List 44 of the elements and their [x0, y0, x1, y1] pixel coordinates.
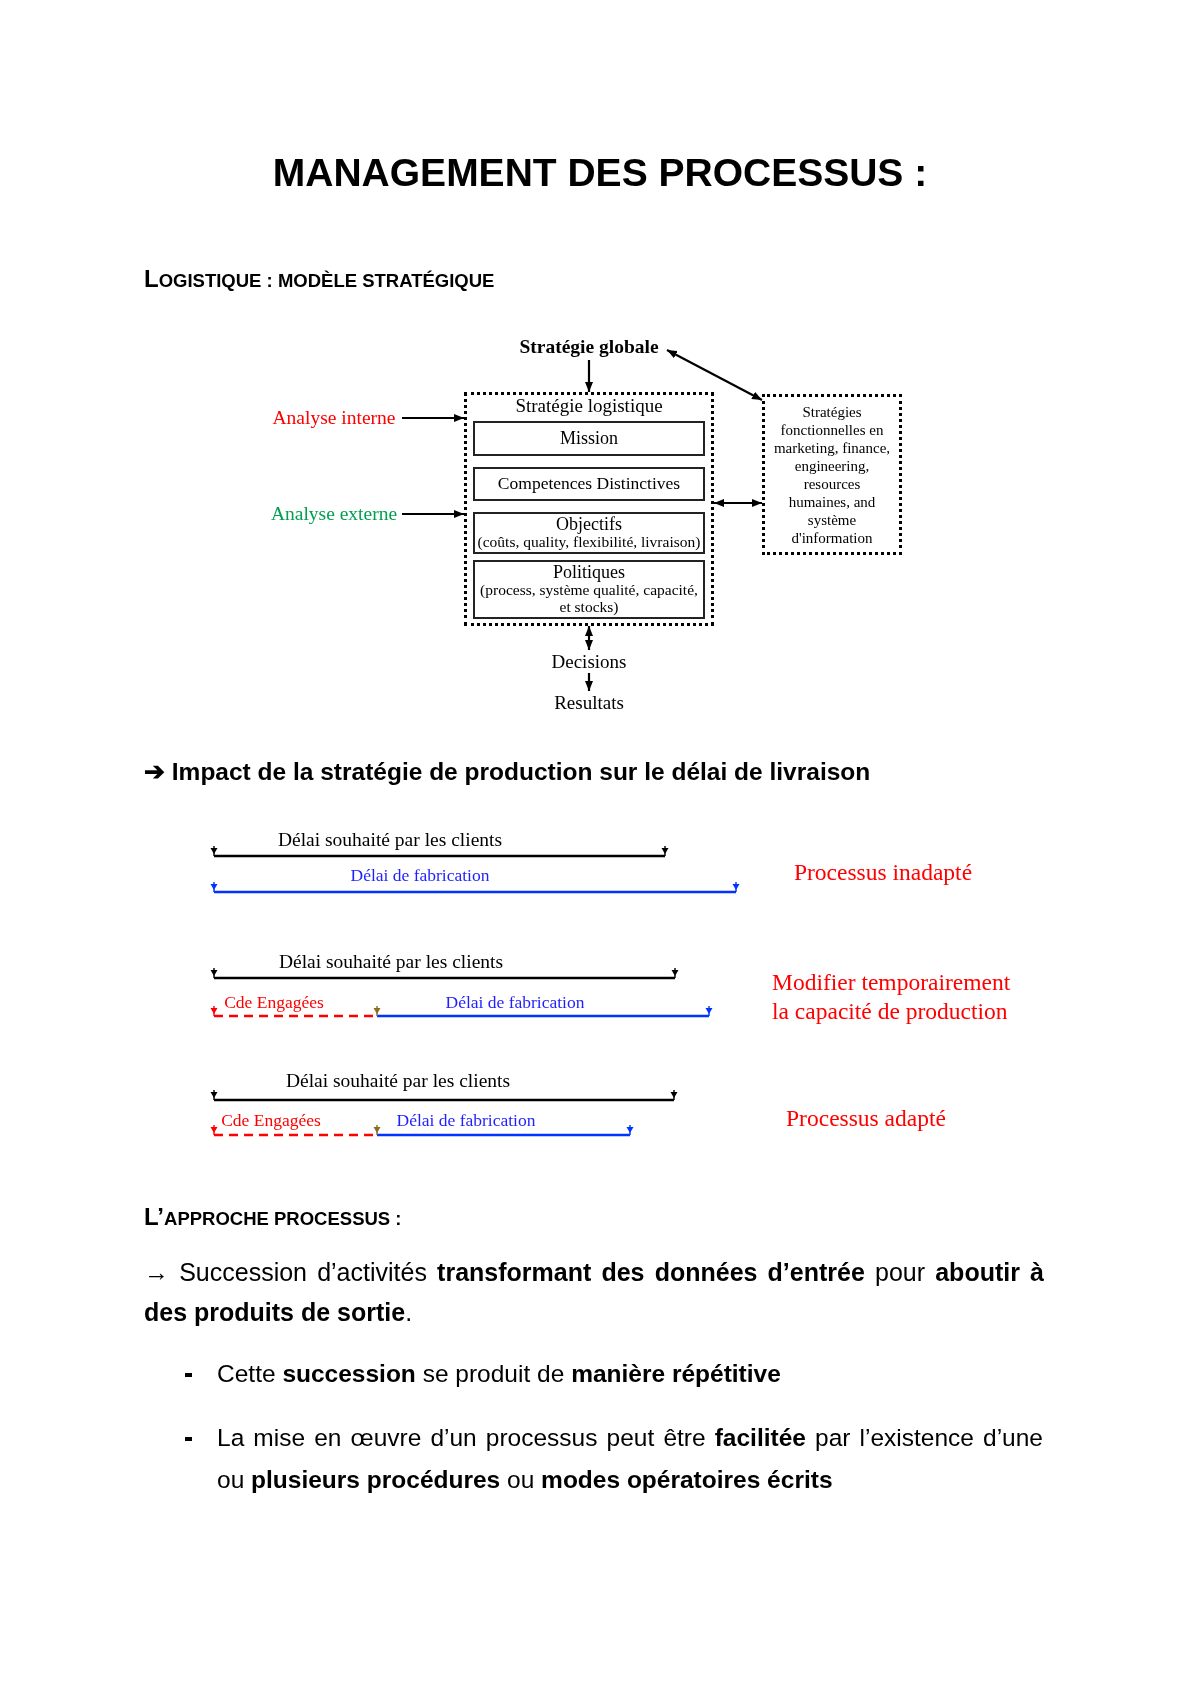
double-arrow	[666, 349, 763, 401]
process-box	[473, 560, 705, 619]
process-box	[473, 421, 705, 456]
section-heading: L’APPROCHE PROCESSUS :	[144, 1204, 402, 1232]
box-label: Competences Distinctives	[497, 474, 681, 494]
duration-label: Délai souhaité par les clients	[278, 950, 504, 974]
box-sublabel: (coûts, quality, flexibilité, livraison)	[477, 534, 701, 551]
diagram-label: Stratégie globale	[511, 334, 667, 360]
page-title: MANAGEMENT DES PROCESSUS :	[272, 151, 928, 195]
annotation-label: Processus inadapté	[793, 859, 973, 887]
duration-label: Cde Engagées	[221, 1109, 321, 1131]
box-label: Politiques	[553, 563, 625, 583]
process-box	[473, 467, 705, 501]
duration-label: Délai de fabrication	[350, 864, 490, 886]
box-label: Stratégies fonctionnelles en marketing, finance, engineering, resources humaines, and système d'information	[773, 402, 891, 547]
section-heading: LOGISTIQUE : MODÈLE STRATÉGIQUE	[144, 266, 495, 294]
double-arrow	[585, 626, 593, 650]
annotation-label: Modifier temporairement la capacité de production	[772, 968, 1012, 1026]
arrow	[585, 673, 593, 691]
text-box	[762, 394, 902, 555]
duration-label: Délai de fabrication	[445, 991, 585, 1013]
section-heading: ➔ Impact de la stratégie de production sur le délai de livraison	[144, 756, 871, 786]
duration-label: Délai souhaité par les clients	[285, 1069, 511, 1093]
group-container	[464, 392, 714, 626]
double-arrow	[714, 499, 762, 507]
arrow	[585, 360, 593, 392]
box-label: Objectifs	[556, 515, 622, 535]
output-label: Decisions	[539, 650, 639, 673]
annotation-label: Processus adapté	[786, 1105, 946, 1133]
input-label: Analyse interne	[266, 405, 402, 432]
process-box	[473, 512, 705, 554]
output-label: Resultats	[539, 691, 639, 714]
input-label: Analyse externe	[266, 501, 402, 528]
list-item-text: La mise en œuvre d’un processus peut être facilitée par l’existence d’une ou plusieurs procédures ou modes opératoires écrits	[217, 1423, 1043, 1495]
box-label: Mission	[560, 428, 618, 449]
box-sublabel: (process, système qualité, capacité, et stocks)	[479, 582, 699, 616]
list-item-text: Cette succession se produit de manière répétitive	[217, 1359, 782, 1389]
arrow	[402, 414, 464, 422]
arrow	[402, 510, 464, 518]
container-heading: Stratégie logistique	[515, 395, 663, 418]
duration-label: Délai souhaité par les clients	[277, 828, 503, 852]
paragraph: → Succession d’activités transformant des données d’entrée pour aboutir à des produits de sortie.	[144, 1257, 1044, 1328]
duration-label: Délai de fabrication	[396, 1109, 536, 1131]
duration-label: Cde Engagées	[224, 991, 324, 1013]
